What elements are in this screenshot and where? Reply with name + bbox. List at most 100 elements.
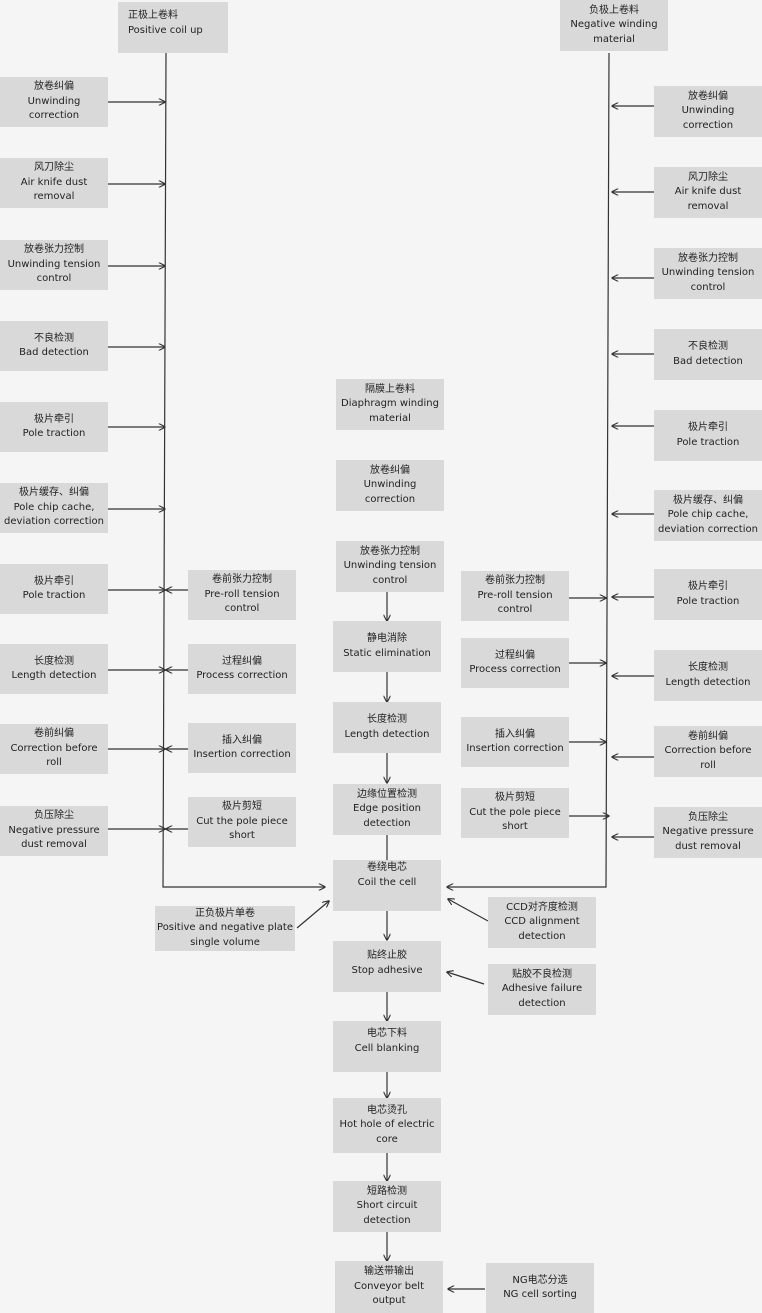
node-zh: 贴终止胶 [367,950,407,961]
node-en: Correction before roll [664,745,752,771]
left-bad-detection-box: 不良检测 Bad detection [0,321,108,371]
negative-coil-up-box: 负极上卷料 Negative winding material [560,0,668,51]
node-zh: 电芯烫孔 [367,1104,407,1116]
node-zh: 卷前纠偏 [688,730,728,742]
node-en: Process correction [196,670,288,681]
node-zh: 卷前张力控制 [212,574,272,586]
right-negative-pressure-box: 负压除尘 Negative pressure dust removal [654,807,762,858]
node-en: Correction before roll [10,742,98,769]
node-zh: 极片牵引 [688,422,728,433]
node-zh: 极片缓存、纠偏 [673,494,743,506]
node-en: Conveyor belt output [353,1280,425,1307]
right-length-detection-box: 长度检测 Length detection [654,650,762,701]
node-en: Negative winding material [570,19,658,45]
right-insertion-correction-box: 插入纠偏 Insertion correction [461,717,569,767]
node-zh: 隔膜上卷料 [365,383,415,395]
node-zh: 不良检测 [34,332,74,344]
node-en: Negative pressure dust removal [8,824,100,851]
node-en: Length detection [11,670,97,681]
node-en: Positive coil up [128,24,203,36]
node-zh: 负极上卷料 [589,4,639,16]
right-bad-detection-box: 不良检测 Bad detection [654,329,762,380]
node-en: Cut the pole piece short [469,806,561,833]
node-zh: 电芯下料 [367,1028,407,1039]
right-cut-pole-short-box: 极片剪短 Cut the pole piece short [461,788,569,838]
node-zh: 正极上卷料 [128,10,178,21]
node-zh: 极片牵引 [34,575,74,587]
positive-coil-up-box: 正极上卷料 Positive coil up [118,2,228,53]
node-zh: 极片剪短 [495,792,535,804]
node-en: Static elimination [343,647,431,659]
node-zh: 过程纠偏 [495,649,535,661]
conveyor-belt-box: 输送带输出 Conveyor belt output [335,1261,443,1313]
node-en: Bad detection [673,355,743,367]
node-en: Adhesive failure detection [501,983,583,1009]
node-en: Pre-roll tension control [477,589,553,616]
node-en: Air knife dust removal [20,176,88,203]
right-correction-before-roll-box: 卷前纠偏 Correction before roll [654,726,762,777]
left-correction-before-roll-box: 卷前纠偏 Correction before roll [0,724,108,774]
adhesive-failure-box: 贴胶不良检测 Adhesive failure detection [488,964,596,1015]
node-en: Diaphragm winding material [341,398,439,424]
node-zh: 卷绕电芯 [367,862,407,873]
node-en: Pole traction [676,595,740,607]
node-en: Short circuit detection [356,1200,418,1226]
node-en: Unwinding correction [681,105,735,131]
node-en: CCD alignment detection [504,916,580,942]
node-en: Pre-roll tension control [204,588,280,615]
left-length-detection-box: 长度检测 Length detection [0,644,108,694]
node-zh: 插入纠偏 [495,728,535,740]
left-pole-traction-2-box: 极片牵引 Pole traction [0,564,108,614]
node-zh: NG电芯分选 [512,1274,568,1286]
center-unwinding-correction-box: 放卷纠偏 Unwinding correction [336,460,444,511]
stop-adhesive-box: 贴终止胶 Stop adhesive [333,941,441,992]
node-zh: 极片剪短 [222,801,262,813]
edge-position-detection-box: 边缘位置检测 Edge position detection [333,784,441,835]
node-zh: CCD对齐度检测 [506,901,578,913]
right-pole-traction-1-box: 极片牵引 Pole traction [654,410,762,461]
node-en: Insertion correction [193,749,291,760]
node-zh: 长度检测 [688,662,728,673]
arrow-c-adhesive-stop [447,972,485,985]
left-air-knife-box: 风刀除尘 Air knife dust removal [0,158,108,208]
node-en: Edge position detection [353,803,421,829]
node-zh: 放卷纠偏 [370,464,410,476]
node-en: Pole chip cache, deviation correction [4,501,104,528]
node-en: Cut the pole piece short [196,815,288,842]
left-preroll-tension-box: 卷前张力控制 Pre-roll tension control [188,570,296,620]
right-air-knife-box: 风刀除尘 Air knife dust removal [654,167,762,218]
node-zh: 贴胶不良检测 [512,968,572,980]
node-en: Pole traction [22,590,86,601]
node-en: Pole traction [22,428,86,439]
center-length-detection-box: 长度检测 Length detection [333,702,441,753]
left-unwinding-tension-box: 放卷张力控制 Unwinding tension control [0,240,108,290]
left-insertion-correction-box: 插入纠偏 Insertion correction [188,723,296,773]
node-zh: 卷前张力控制 [485,575,545,587]
node-en: Pole traction [676,436,740,448]
node-en: Pole chip cache, deviation correction [658,509,758,535]
right-process-correction-box: 过程纠偏 Process correction [461,638,569,688]
node-zh: 短路检测 [367,1185,407,1197]
node-en: Hot hole of electric core [339,1119,435,1145]
node-en: Unwinding tension control [661,267,755,293]
node-zh: 卷前纠偏 [34,728,74,740]
right-unwinding-correction-box: 放卷纠偏 Unwinding correction [654,86,762,137]
node-zh: 不良检测 [688,341,728,352]
node-en: Positive and negative plate single volum… [157,922,293,948]
node-en: Bad detection [19,347,89,358]
left-process-correction-box: 过程纠偏 Process correction [188,644,296,694]
node-zh: 静电消除 [367,633,407,644]
right-preroll-tension-box: 卷前张力控制 Pre-roll tension control [461,571,569,621]
right-unwinding-tension-box: 放卷张力控制 Unwinding tension control [654,248,762,299]
node-zh: 风刀除尘 [688,171,728,183]
plate-single-volume-box: 正负极片单卷 Positive and negative plate singl… [155,906,295,951]
node-en: Unwinding correction [363,479,417,505]
right-pole-cache-box: 极片缓存、纠偏 Pole chip cache, deviation corre… [654,490,762,541]
center-unwinding-tension-box: 放卷张力控制 Unwinding tension control [336,541,444,592]
node-zh: 放卷张力控制 [360,545,420,557]
node-zh: 负压除尘 [688,811,728,823]
node-en: Coil the cell [357,876,417,888]
right-pole-traction-2-box: 极片牵引 Pole traction [654,569,762,620]
node-zh: 正负极片单卷 [195,907,255,919]
